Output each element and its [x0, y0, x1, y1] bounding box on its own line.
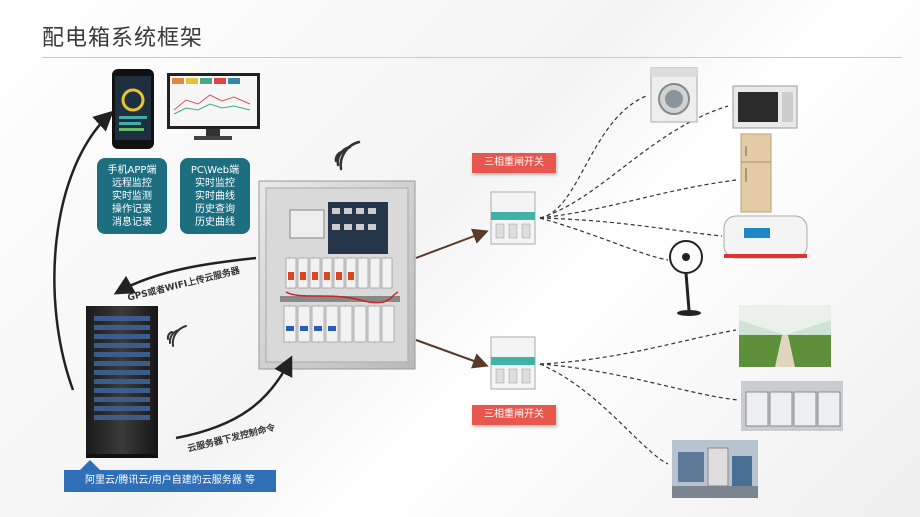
command-arrow	[175, 355, 293, 440]
wifi-signal-icon	[334, 140, 361, 171]
pc-feature-line: 历史查询	[195, 204, 235, 215]
water-heater-icon	[723, 215, 808, 259]
mobile-feature-line: 实时监测	[112, 191, 152, 202]
pc-feature-line: 历史曲线	[195, 217, 235, 228]
box-to-switch-top-arrow	[415, 228, 489, 259]
title-divider	[42, 57, 902, 58]
monitor-icon	[167, 73, 260, 140]
mobile-feature-line: 手机APP端	[107, 165, 157, 176]
ac-units-photo	[741, 381, 843, 431]
pc-feature-line: PC\Web端	[190, 165, 240, 176]
mobile-app-features-box: 手机APP端 远程监控 实时监测 操作记录 消息记录	[97, 158, 167, 234]
mobile-feature-line: 消息记录	[112, 217, 152, 228]
pc-web-features-box: PC\Web端 实时监控 实时曲线 历史查询 历史曲线	[180, 158, 250, 234]
refrigerator-icon	[740, 133, 772, 213]
server-to-clients-arrow	[53, 110, 114, 391]
cloud-label-pointer	[80, 460, 100, 470]
pc-feature-line: 实时曲线	[195, 191, 235, 202]
pump-equipment-photo	[672, 440, 758, 498]
upload-arrow	[113, 256, 257, 295]
distribution-box	[258, 180, 416, 370]
switch-label-bottom: 三相重闸开关	[472, 405, 556, 425]
microwave-icon	[732, 85, 798, 129]
washing-machine-icon	[650, 67, 698, 123]
smartphone-icon	[112, 69, 154, 149]
mobile-feature-line: 操作记录	[112, 204, 152, 215]
electric-fan-icon	[669, 240, 703, 316]
box-to-switch-bottom-arrow	[415, 339, 489, 369]
bottom-connectors	[539, 329, 739, 465]
switch-label-top: 三相重闸开关	[472, 153, 556, 173]
breaker-switch-top	[490, 191, 536, 245]
breaker-switch-bottom	[490, 336, 536, 390]
top-connectors	[539, 95, 737, 261]
pc-feature-line: 实时监控	[195, 178, 235, 189]
mobile-feature-line: 远程监控	[112, 178, 152, 189]
cloud-server-label: 阿里云/腾讯云/用户自建的云服务器 等	[64, 470, 276, 492]
page-title: 配电箱系统框架	[42, 26, 204, 51]
server-wifi-icon	[166, 325, 187, 347]
server-rack-icon	[86, 306, 158, 458]
greenhouse-photo	[739, 305, 831, 367]
